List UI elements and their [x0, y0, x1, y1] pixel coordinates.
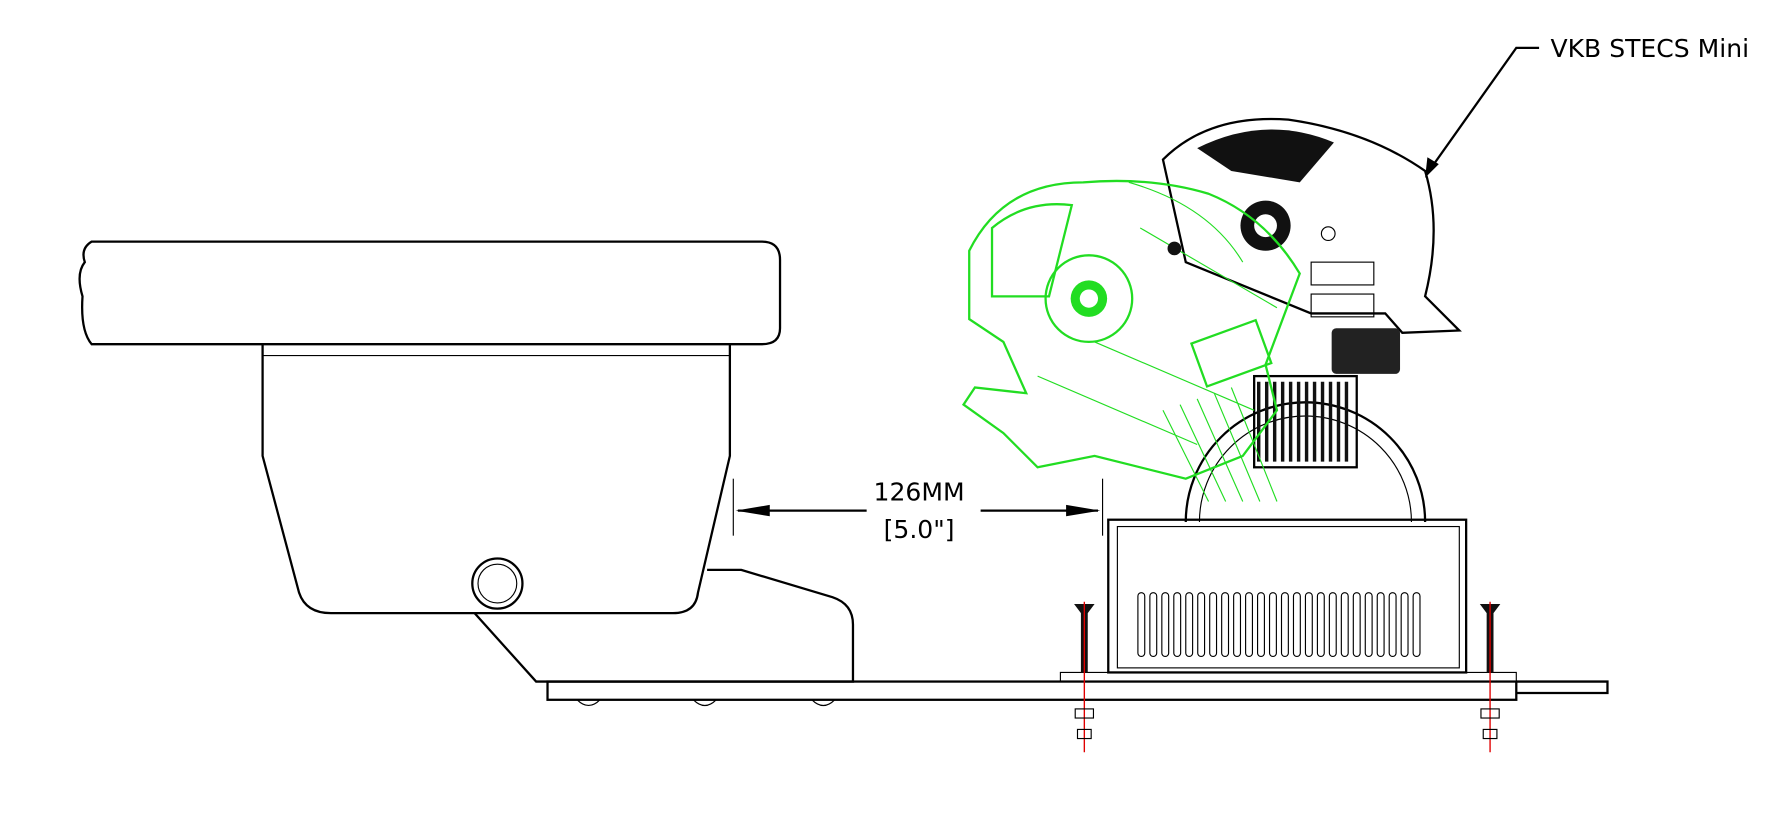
vent-slot	[1149, 592, 1158, 658]
vent-slot	[1340, 592, 1349, 658]
dimension-126mm: 126MM [5.0"]	[732, 477, 1104, 544]
callout-label: VKB STECS Mini	[1550, 34, 1749, 63]
vent-slot	[1280, 592, 1289, 658]
vent-slot	[1257, 592, 1265, 658]
vent-slot	[1328, 592, 1337, 658]
stecs-base	[1107, 374, 1468, 674]
vent-slot	[1233, 592, 1242, 658]
vent-slot	[1209, 592, 1218, 658]
vent-slot	[1268, 592, 1277, 658]
dimension-mm-label: 126MM	[874, 477, 965, 506]
vent-slot	[1197, 592, 1206, 658]
vent-slot	[1137, 592, 1146, 658]
vent-slot	[1221, 592, 1230, 658]
callout-stecs: VKB STECS Mini	[1425, 34, 1749, 178]
vent-slot	[1316, 592, 1325, 658]
vent-slot	[1304, 592, 1313, 658]
vent-slot	[1376, 592, 1385, 658]
vent-slot	[1364, 592, 1373, 658]
vent-slot	[1388, 592, 1397, 658]
vent-slot	[1412, 592, 1421, 658]
vent-slot	[1292, 592, 1301, 658]
base-plate	[546, 671, 1609, 707]
throttle-alt-position	[961, 179, 1302, 502]
vent-slot	[1352, 592, 1361, 658]
vent-slot	[1173, 592, 1182, 658]
vent-slot	[1245, 592, 1254, 658]
vent-slot	[1400, 592, 1409, 658]
stecs-throttle	[1161, 117, 1462, 374]
vent-slot	[1185, 592, 1194, 658]
mounting-screw-left	[1074, 601, 1095, 753]
dimension-inch-label: [5.0"]	[884, 515, 955, 544]
mounting-screw-right	[1479, 601, 1501, 753]
armrest	[78, 240, 855, 683]
vent-slot	[1161, 592, 1170, 658]
